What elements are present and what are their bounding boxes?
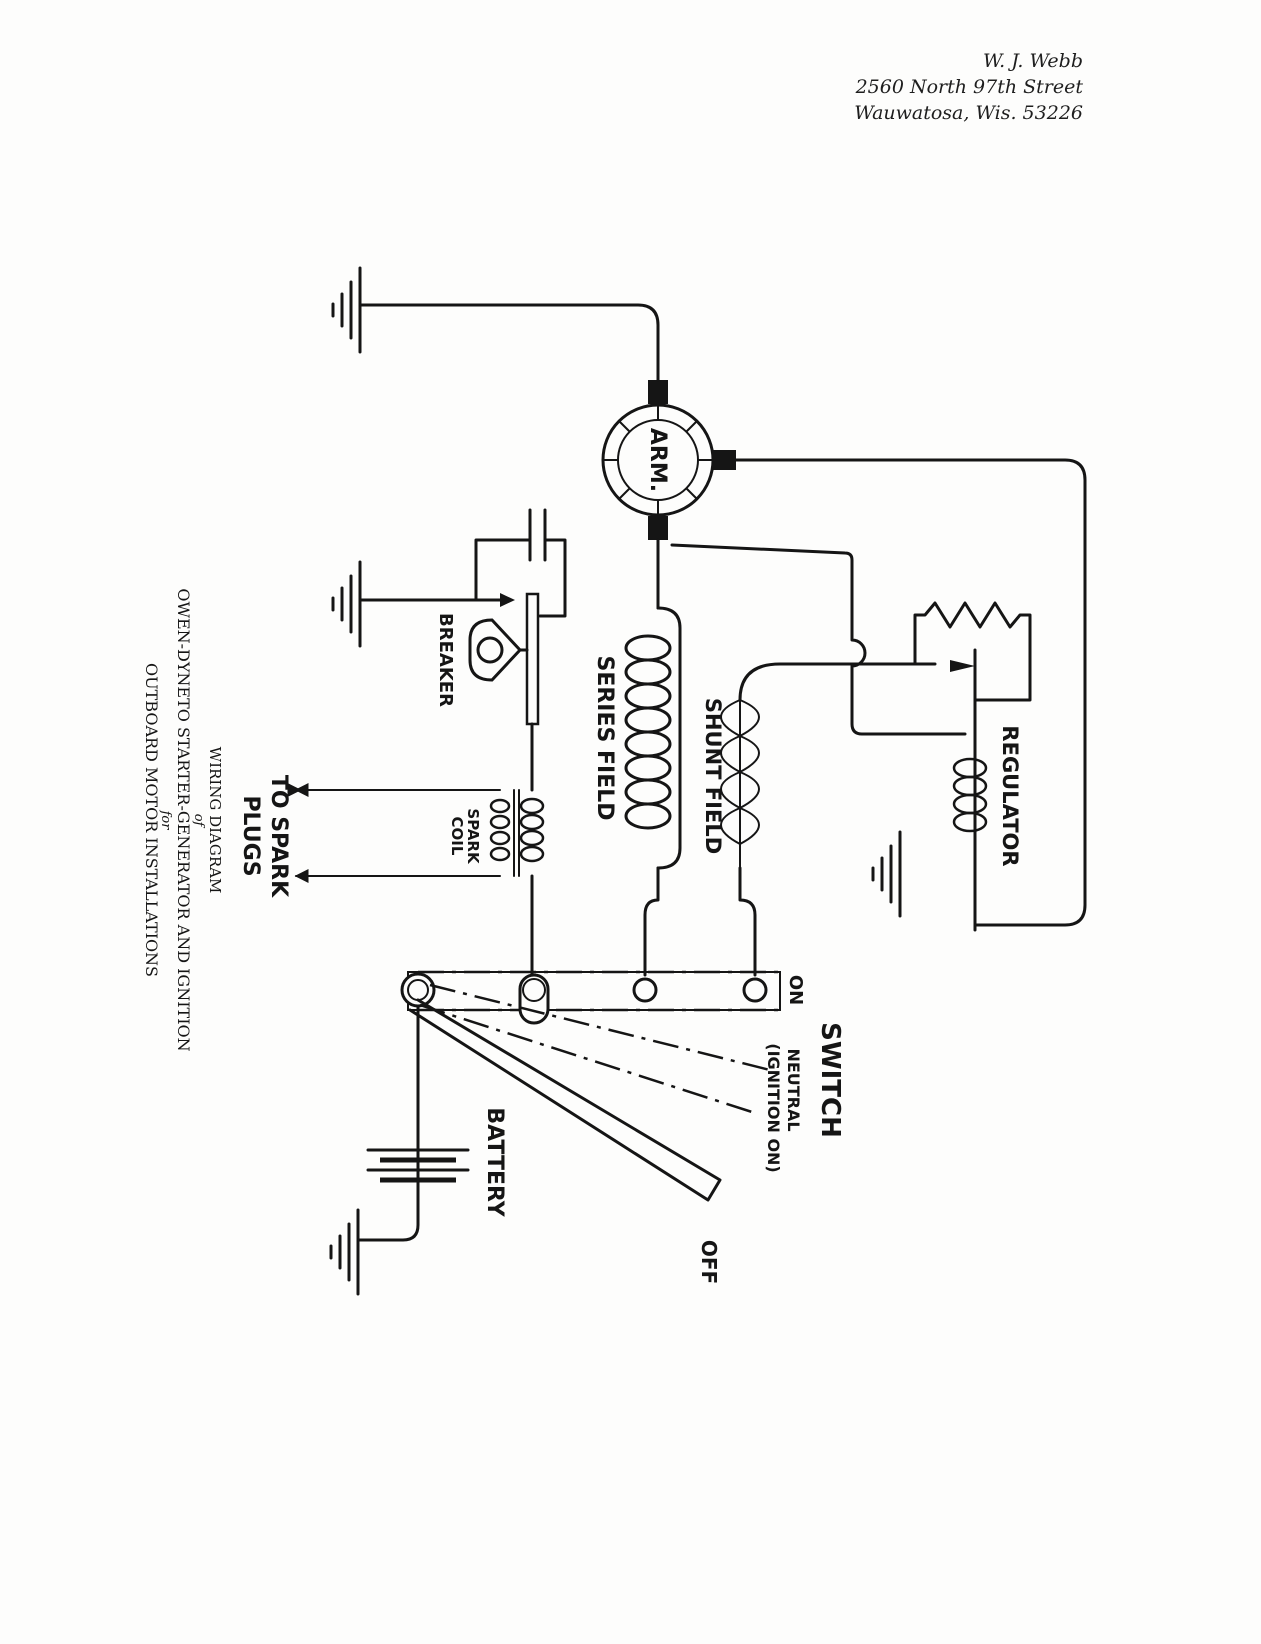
ground-battery-icon	[329, 1208, 360, 1296]
switch-icon	[400, 970, 781, 1202]
battery-label: BATTERY	[482, 1107, 507, 1217]
to-spark-plugs-label-line1: TO SPARK	[266, 775, 291, 898]
caption-line3: OWEN-DYNETO STARTER-GENERATOR AND IGNITI…	[174, 588, 193, 1051]
spark-coil-label-line1: SPARK	[464, 808, 482, 865]
shunt-field-label: SHUNT FIELD	[701, 698, 725, 854]
spark-coil-icon	[294, 783, 545, 883]
switch-label: SWITCH	[815, 1022, 845, 1138]
switch-off-label: OFF	[697, 1240, 721, 1284]
switch-on-label: ON	[785, 975, 806, 1005]
caption-line1: WIRING DIAGRAM	[206, 747, 224, 894]
handwritten-address: W. J. Webb 2560 North 97th Street Wauwat…	[854, 48, 1083, 126]
armature-icon	[601, 380, 736, 540]
to-spark-plugs-label-line2: PLUGS	[238, 795, 263, 876]
caption-line4: for	[158, 810, 173, 831]
ground-armature-icon	[331, 266, 362, 354]
battery-icon	[366, 1148, 470, 1183]
address-street: 2560 North 97th Street	[855, 76, 1083, 98]
series-field-icon	[624, 606, 682, 870]
caption-line2: of	[191, 814, 206, 829]
ground-breaker-icon	[331, 560, 362, 648]
breaker-label: BREAKER	[435, 613, 456, 707]
wiring	[356, 303, 1087, 1242]
caption: WIRING DIAGRAM of OWEN-DYNETO STARTER-GE…	[142, 588, 224, 1051]
shunt-field-icon	[720, 699, 760, 869]
spark-coil-label-line2: COIL	[448, 817, 466, 856]
series-field-label: SERIES FIELD	[592, 655, 617, 820]
switch-ignition-on-label: (IGNITION ON)	[764, 1043, 783, 1172]
regulator-label: REGULATOR	[998, 725, 1022, 866]
ground-regulator-icon	[871, 830, 902, 918]
breaker-cam-icon	[468, 618, 523, 682]
address-city: Wauwatosa, Wis. 53226	[854, 102, 1083, 124]
armature-label: ARM.	[645, 428, 670, 492]
regulator-coil-icon	[952, 757, 988, 833]
caption-line5: OUTBOARD MOTOR INSTALLATIONS	[142, 663, 161, 977]
switch-neutral-label: NEUTRAL	[784, 1048, 803, 1131]
address-name: W. J. Webb	[982, 50, 1083, 72]
